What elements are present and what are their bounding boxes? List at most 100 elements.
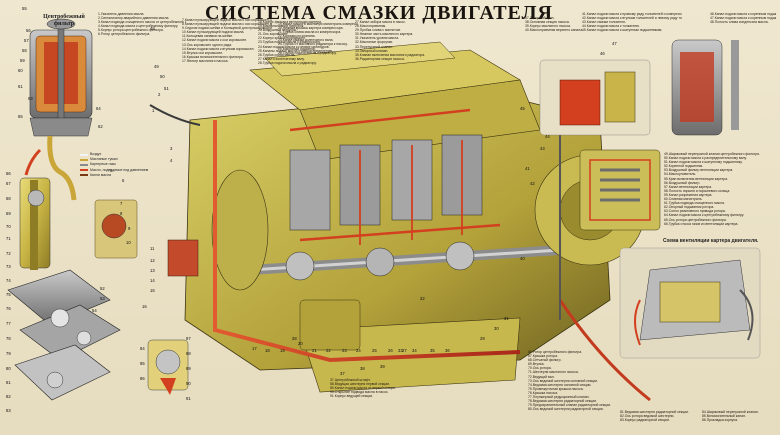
legend-column-2: 7.Канал пульсирующей подачи масла к оси … <box>182 18 272 63</box>
legend-column-10: 66.Ротор центробежного фильтра.67.Крышка… <box>528 350 620 411</box>
callout-number: 26 <box>388 348 393 353</box>
legend-entry: 78.Ведомая шестерня радиаторной секции. <box>528 399 597 404</box>
callout-number: 14 <box>150 278 155 283</box>
legend-entry: 63.Сопло реактивного привода ротора. <box>664 209 726 214</box>
legend-entry: 77.Плунжерный редукционный клапан. <box>528 395 590 400</box>
callout-number: 64 <box>96 106 101 111</box>
legend-entry: 72.Ведущий вал. <box>528 374 555 379</box>
callout-number: 80 <box>6 366 11 371</box>
legend-column-4: 19.Канал масла в масляную магистраль ком… <box>278 22 358 55</box>
callout-number: 33 <box>398 348 403 353</box>
callout-number: 6 <box>122 178 125 183</box>
legend-entry: 32.Масляные форсунки. <box>355 40 394 45</box>
legend-entry: 66.Трубка отсоса газов из вентиляции кар… <box>664 221 739 226</box>
callout-number: 63 <box>28 96 33 101</box>
callout-number: 91 <box>186 396 191 401</box>
legend-entry: 15.Втулка оси коромысел. <box>182 50 224 55</box>
callout-number: 41 <box>525 166 530 171</box>
legend-entry: 58.Полость поршня и поршневого кольца. <box>664 188 731 193</box>
callout-numbers: 5556575859606162636465123456789101112131… <box>6 6 617 413</box>
legend-entry: 89.Канал подачи масла от первой секции. <box>330 386 397 391</box>
legend-entry: 26.Трубка слива масла. <box>258 52 296 57</box>
flow-legend-swatch <box>80 153 88 156</box>
callout-number: 53 <box>100 296 105 301</box>
legend-entry: 56.Воздушный фильтр. <box>664 180 701 185</box>
legend-entry: 12.Канал подачи масла к оси коромысел. <box>182 38 248 43</box>
legend-entry: 44.Канал подачи масла к толкателю. <box>582 24 640 29</box>
legend-entry: 91.Корпус ведущей секции. <box>330 394 374 399</box>
callout-number: 28 <box>292 336 297 341</box>
legend-entry: 25.Масляный радиатор. <box>278 46 316 51</box>
centrifugal-filter-drawing <box>24 18 93 201</box>
legend-entry: 50.Канал подачи масла к распределительно… <box>664 156 747 161</box>
callout-number: 30 <box>494 326 499 331</box>
callout-number: 10 <box>126 240 131 245</box>
callout-number: 18 <box>265 348 270 353</box>
legend-entry: 3.Канал подвода очищенного масла от цент… <box>98 20 186 25</box>
legend-entry: 35.Клапан включения масляного радиатора. <box>355 52 426 57</box>
callout-number: 34 <box>412 348 417 353</box>
callout-number: 69 <box>6 211 11 216</box>
callout-number: 3 <box>170 146 173 151</box>
legend-entry: 20.Воздушный патрубок. <box>258 28 297 33</box>
callout-number: 5 <box>110 168 113 173</box>
legend-entry: 34.Запорный клапан. <box>355 48 389 53</box>
callout-number: 27 <box>402 348 407 353</box>
legend-entry: 85.Вспомогательный канал. <box>702 414 746 419</box>
legend-entry: 61.Трубка подвода очищенного масла. <box>664 201 725 206</box>
legend-entry: 6.Ротор центробежного фильтра. <box>98 32 151 37</box>
legend-entry: 14.Канал подачи масла к втулкам коромысе… <box>182 46 255 51</box>
legend-entry: 21.Трубка слива масла из компрессора. <box>278 30 342 35</box>
legend-entry: 28.Маслоприемник. <box>355 24 387 29</box>
callout-number: 74 <box>6 278 11 283</box>
legend-entry: 54.Маслоуловитель. <box>664 172 697 177</box>
legend-entry: 82.Ось ротора ведомой шестерни. <box>620 414 675 419</box>
callout-number: 36 <box>445 348 450 353</box>
legend-entry: 52.Коренной подшипник. <box>664 164 704 169</box>
callout-number: 22 <box>326 348 331 353</box>
flow-legend-item: Капли масла <box>80 173 148 178</box>
callout-number: 2 <box>158 92 161 97</box>
legend-entry: 5.Корпус ротора центробежного фильтра. <box>98 28 164 33</box>
flow-legend: Воздух Масляные тумал Картерные газы Мас… <box>80 152 148 178</box>
legend-entry: 19.Канал масла в масляную магистраль ком… <box>278 22 358 26</box>
legend-entry: 37.Запорный кран. <box>525 16 555 20</box>
callout-number: 35 <box>430 348 435 353</box>
legend-entry: 71.Шестерня масляного насоса. <box>528 370 579 375</box>
callout-number: 81 <box>6 380 11 385</box>
legend-column-12: 84.Шариковый перепускной клапан.85.Вспом… <box>702 410 778 422</box>
legend-entry: 84.Шариковый перепускной клапан. <box>702 410 759 414</box>
legend-entry: 10.Канал пульсирующей подачи масла. <box>182 30 245 35</box>
callout-number: 86 <box>140 376 145 381</box>
legend-entry: 67.Крышка ротора. <box>528 354 558 359</box>
callout-number: 71 <box>6 236 11 241</box>
legend-entry: 33.Перепускной клапан. <box>355 44 393 49</box>
callout-number: 61 <box>18 84 23 89</box>
legend-entry: 40.Маслоприемник верхнего канала. <box>525 28 584 33</box>
callout-number: 24 <box>356 348 361 353</box>
legend-entry: 24.Трубка от масляного радиатора к насос… <box>278 42 348 47</box>
legend-column-3: 18.Корпус фильтра вентиляции картера.19.… <box>258 20 344 65</box>
callout-number: 9 <box>128 226 131 231</box>
legend-column-9: 49.Шариковый перепускной клапан центробе… <box>664 152 776 226</box>
legend-entry: 25.Каналы подачи масла к газораспределен… <box>258 48 334 53</box>
callout-number: 83 <box>6 408 11 413</box>
callout-number: 48 <box>150 26 155 31</box>
legend-entry: 22.Корпус крышки коромысел. <box>258 36 306 41</box>
legend-entry: 46.Канал подачи масла к коренным подшипн… <box>710 12 776 16</box>
callout-number: 85 <box>140 361 145 366</box>
oil-pump-drawing <box>7 177 189 401</box>
legend-entry: 19.Маслоналивной патрубок. <box>258 24 305 29</box>
legend-entry: 75.Промежуточная крышка насоса. <box>528 386 584 391</box>
legend-entry: 65.Ось ротора центробежного фильтра. <box>664 217 727 222</box>
legend-entry: 39.Корпус масляного насоса. <box>525 24 571 29</box>
poster-title: СИСТЕМА СМАЗКИ ДВИГАТЕЛЯ <box>205 2 553 24</box>
callout-number: 55 <box>22 6 27 11</box>
callout-number: 1 <box>152 108 155 113</box>
callout-number: 7 <box>120 201 123 206</box>
flow-legend-item: Картерные газы <box>80 162 148 167</box>
legend-entry: 80.Ось ведомой шестерни радиаторной секц… <box>528 407 604 412</box>
callout-number: 11 <box>150 246 155 251</box>
